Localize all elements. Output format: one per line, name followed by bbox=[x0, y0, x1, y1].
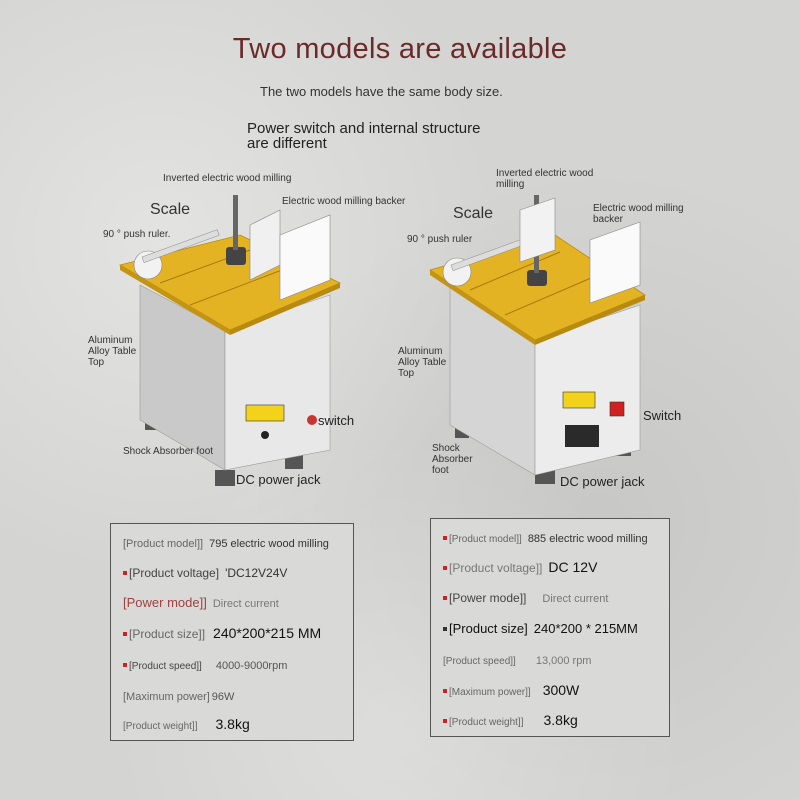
right-spec-voltage: [Product voltage]]DC 12V bbox=[443, 559, 597, 577]
left-dc-jack bbox=[261, 431, 269, 439]
right-switch bbox=[609, 401, 625, 417]
bullet-icon bbox=[443, 688, 447, 693]
right-router-table-illustration bbox=[429, 195, 646, 484]
bullet-icon bbox=[443, 718, 447, 723]
left-callout-scale: Scale bbox=[150, 201, 191, 218]
bullet-icon bbox=[123, 570, 127, 575]
left-spec-voltage: [Product voltage]'DC12V24V bbox=[123, 564, 287, 582]
left-table-edge bbox=[230, 283, 340, 335]
right-body-front bbox=[534, 304, 641, 476]
left-spec-power-mode: [Power mode]]Direct current bbox=[123, 595, 279, 610]
right-backer-panel bbox=[589, 221, 641, 304]
bullet-icon bbox=[443, 565, 447, 570]
right-table-edge bbox=[535, 295, 645, 345]
left-spec-weight: [Product weight]]3.8kg bbox=[123, 716, 250, 732]
right-callout-table-top: Aluminum Alloy Table Top bbox=[398, 346, 447, 379]
left-router-table-illustration bbox=[118, 195, 341, 486]
left-spec-speed: [Product speed]]4000-9000rpm bbox=[123, 656, 287, 674]
bullet-icon bbox=[443, 535, 447, 540]
left-callout-milling: Inverted electric wood milling bbox=[163, 173, 292, 184]
right-spec-size: [Product size]240*200 * 215MM bbox=[443, 620, 638, 638]
left-foot bbox=[215, 470, 235, 486]
intro-same-size: The two models have the same body size. bbox=[260, 84, 503, 99]
right-slot bbox=[504, 271, 606, 316]
left-milling-shaft bbox=[233, 195, 238, 250]
bullet-icon bbox=[443, 595, 447, 600]
left-spec-max-power: [Maximum power]96W bbox=[123, 691, 235, 703]
right-spec-table: [Product model]]885 electric wood millin… bbox=[430, 518, 670, 737]
right-backer-panel bbox=[519, 197, 556, 263]
left-callout-switch: switch bbox=[318, 413, 355, 428]
right-callout-ruler: 90 ° push ruler bbox=[407, 234, 473, 245]
left-spec-model: [Product model]]795 electric wood millin… bbox=[123, 538, 329, 550]
right-spec-model: [Product model]]885 electric wood millin… bbox=[443, 529, 648, 547]
right-callout-switch: Switch bbox=[643, 408, 682, 423]
left-slot bbox=[189, 264, 296, 306]
right-spec-weight: [Product weight]]3.8kg bbox=[443, 712, 578, 730]
left-callout-dc-jack: DC power jack bbox=[236, 472, 321, 487]
left-spec-table: [Product model]]795 electric wood millin… bbox=[110, 523, 354, 741]
bullet-icon bbox=[123, 662, 127, 667]
right-callout-scale: Scale bbox=[453, 205, 494, 222]
left-spec-size: [Product size]]240*200*215 MM bbox=[123, 625, 321, 643]
left-table-edge bbox=[120, 265, 230, 335]
right-slot bbox=[469, 251, 561, 291]
left-push-ruler-bar bbox=[141, 229, 220, 263]
intro-different: Power switch and internal structure are … bbox=[247, 120, 481, 152]
page-title: Two models are available bbox=[232, 33, 568, 65]
bullet-icon bbox=[443, 626, 447, 631]
right-milling-bit bbox=[527, 270, 547, 286]
left-warning-label bbox=[245, 404, 285, 422]
right-warning-label bbox=[562, 391, 596, 409]
left-callout-foot: Shock Absorber foot bbox=[123, 446, 214, 457]
left-callout-backer: Electric wood milling backer bbox=[282, 196, 406, 207]
right-table-edge bbox=[430, 270, 535, 345]
right-spec-max-power: [Maximum power]]300W bbox=[443, 682, 579, 700]
right-callout-foot: Shock Absorber foot bbox=[432, 443, 473, 476]
right-spec-speed: [Product speed]]13,000 rpm bbox=[443, 655, 592, 667]
right-callout-backer: Electric wood milling backer bbox=[593, 203, 684, 225]
left-callout-ruler: 90 ° push ruler. bbox=[103, 229, 171, 240]
left-backer-panel bbox=[279, 214, 331, 301]
right-dc-jack bbox=[565, 425, 599, 447]
left-callout-table-top: Aluminum Alloy Table Top bbox=[88, 335, 137, 368]
right-callout-dc-jack: DC power jack bbox=[560, 474, 645, 489]
bullet-icon bbox=[123, 631, 127, 636]
left-milling-bit bbox=[226, 247, 246, 265]
right-callout-milling: Inverted electric wood milling bbox=[496, 168, 594, 190]
right-spec-power-mode: [Power mode]]Direct current bbox=[443, 589, 608, 607]
left-foot bbox=[285, 455, 303, 469]
left-switch bbox=[307, 415, 317, 425]
